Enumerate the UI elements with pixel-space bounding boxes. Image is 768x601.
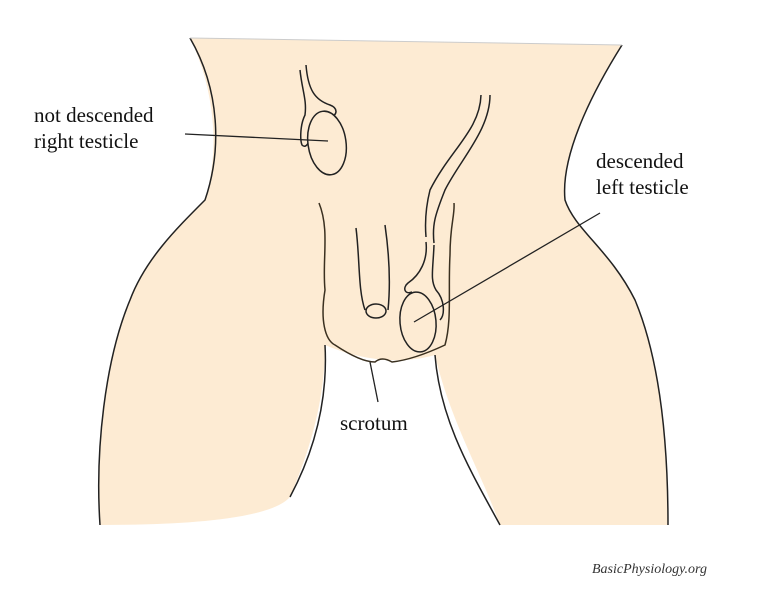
body-silhouette (98, 38, 668, 525)
scrotum-outline (318, 202, 455, 363)
pointer-scrotum (369, 361, 379, 403)
pointer-right-testicle (184, 133, 329, 142)
left-testicle (399, 291, 437, 353)
label-descended-left-testicle: descended left testicle (596, 148, 689, 200)
label-scrotum: scrotum (340, 411, 408, 435)
inner-right-thigh (434, 354, 501, 526)
pointer-left-testicle (413, 212, 601, 323)
label-line: not descended (34, 103, 154, 127)
left-leg-outline (98, 37, 217, 526)
label-line: left testicle (596, 175, 689, 199)
right-spermatic-cord (299, 64, 337, 147)
label-not-descended-right-testicle: not descended right testicle (34, 102, 154, 154)
glans (365, 303, 387, 319)
right-leg-outline (563, 44, 669, 526)
label-line: descended (596, 149, 684, 173)
left-spermatic-cord (404, 94, 491, 321)
watermark: BasicPhysiology.org (592, 562, 707, 577)
inner-left-thigh (289, 344, 327, 498)
penis-outline (355, 224, 390, 311)
label-line: right testicle (34, 129, 139, 153)
right-testicle (306, 110, 348, 176)
